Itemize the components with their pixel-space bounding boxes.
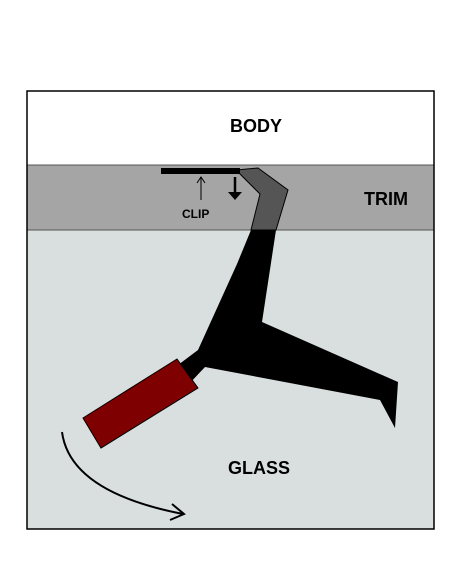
glass-label: GLASS [228, 458, 290, 478]
pry-tool-body [178, 230, 398, 428]
body-region [27, 91, 434, 165]
clip-bar [161, 168, 240, 174]
body-label: BODY [230, 116, 282, 136]
trim-label: TRIM [364, 189, 408, 209]
trim-band [27, 165, 434, 230]
rotation-arrow-icon [61, 431, 186, 521]
diagram-frame [26, 90, 435, 530]
clip-label: CLIP [182, 207, 209, 221]
clip-pointer-arrow-icon [196, 176, 206, 200]
tool-handle [82, 358, 199, 449]
push-down-arrow-icon [228, 177, 242, 200]
